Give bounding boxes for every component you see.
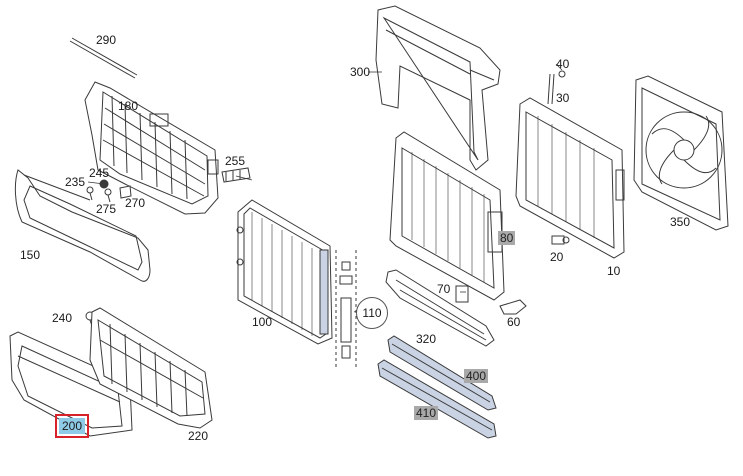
part-label-40[interactable]: 40 [556,57,570,71]
part-label-290[interactable]: 290 [96,33,117,47]
part-label-20[interactable]: 20 [550,250,564,264]
part-label-245[interactable]: 245 [89,166,110,180]
part-label-275[interactable]: 275 [96,202,117,216]
part-label-10[interactable]: 10 [607,264,621,278]
part-label-30[interactable]: 30 [556,91,570,105]
part-label-180[interactable]: 180 [118,99,139,113]
part-150-drawing [14,169,151,282]
part-label-100[interactable]: 100 [252,315,273,329]
part-300-drawing [375,5,501,171]
part-70-60-drawing [455,285,527,315]
part-255-drawing [221,167,251,183]
part-label-220[interactable]: 220 [188,429,209,443]
part-290-drawing [71,37,138,76]
part-label-235[interactable]: 235 [65,175,86,189]
part-290-drawing-edge [69,40,136,79]
part-label-350[interactable]: 350 [670,215,691,229]
part-label-240[interactable]: 240 [52,311,73,325]
part-label-150[interactable]: 150 [20,248,41,262]
part-label-60[interactable]: 60 [507,315,521,329]
part-label-200-selected[interactable]: 200 [54,414,90,438]
part-label-320[interactable]: 320 [416,332,437,346]
part-350-drawing [633,75,729,231]
part-label-400[interactable]: 400 [464,369,489,383]
part-10-drawing [515,97,625,259]
part-label-80[interactable]: 80 [498,231,516,245]
part-20-drawing [551,235,570,245]
part-180-drawing [84,81,219,215]
part-40-30-drawing [547,70,566,105]
part-label-300[interactable]: 300 [350,65,371,79]
part-label-410[interactable]: 410 [414,406,439,420]
part-label-70[interactable]: 70 [437,282,451,296]
part-80-drawing [389,131,505,301]
part-label-255[interactable]: 255 [225,154,246,168]
part-410-drawing [377,359,497,439]
part-110-drawing [335,250,357,370]
part-label-270[interactable]: 270 [125,196,146,210]
part-320-drawing [385,269,495,347]
part-400-drawing [387,335,497,411]
part-label-110[interactable]: 110 [356,297,388,329]
part-220-drawing [89,307,213,429]
part-100-drawing [236,199,333,345]
